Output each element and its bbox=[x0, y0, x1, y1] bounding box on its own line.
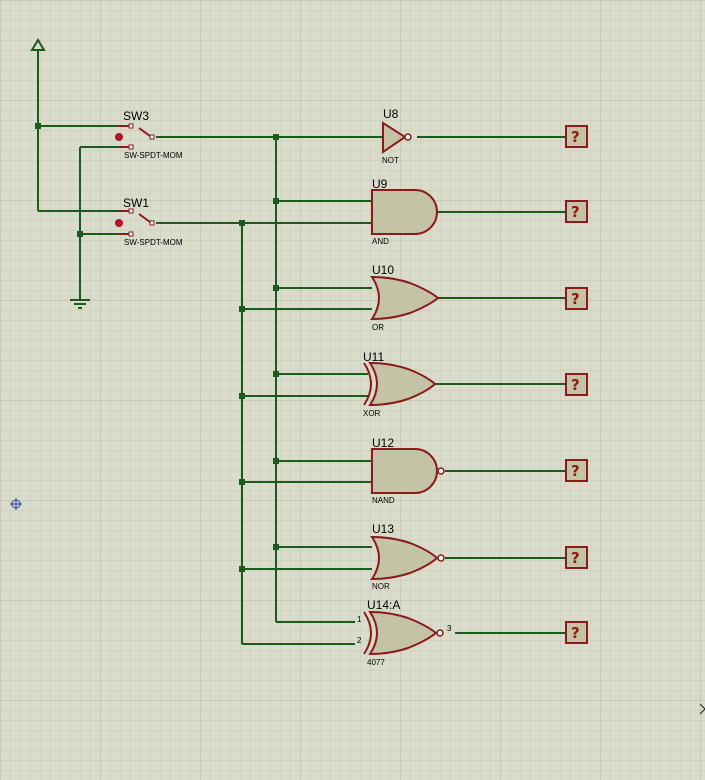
probe-label: ? bbox=[571, 624, 580, 642]
gate-type: NAND bbox=[372, 496, 395, 505]
pin-number: 3 bbox=[447, 624, 452, 633]
gate-type: NOR bbox=[372, 582, 390, 591]
scroll-marker-icon bbox=[699, 703, 705, 715]
probe-label: ? bbox=[571, 290, 580, 308]
gate-ref: U13 bbox=[372, 522, 394, 536]
not-gate-u8[interactable]: U8 NOT bbox=[382, 107, 412, 165]
switch-sw1[interactable]: SW1 SW-SPDT-MOM bbox=[115, 196, 183, 247]
nand-gate-u12[interactable]: U12 NAND bbox=[371, 436, 445, 505]
probe-label: ? bbox=[571, 203, 580, 221]
wires bbox=[38, 125, 566, 645]
junctions bbox=[35, 123, 279, 572]
probe-label: ? bbox=[571, 376, 580, 394]
logic-probe-2[interactable]: ? bbox=[565, 200, 588, 223]
gate-type: OR bbox=[372, 323, 384, 332]
gate-ref: U10 bbox=[372, 263, 394, 277]
logic-probe-7[interactable]: ? bbox=[565, 621, 588, 644]
pin-number: 2 bbox=[357, 636, 362, 645]
switch-type: SW-SPDT-MOM bbox=[124, 238, 183, 247]
probe-label: ? bbox=[571, 128, 580, 146]
nor-gate-u13[interactable]: U13 NOR bbox=[370, 522, 445, 591]
and-gate-u9[interactable]: U9 AND bbox=[371, 177, 438, 246]
power-terminal[interactable] bbox=[30, 38, 46, 211]
logic-probe-4[interactable]: ? bbox=[565, 373, 588, 396]
gate-ref: U12 bbox=[372, 436, 394, 450]
switch-ref: SW1 bbox=[123, 196, 149, 210]
gate-ref: U14:A bbox=[367, 598, 400, 612]
switch-ref: SW3 bbox=[123, 109, 149, 123]
probe-label: ? bbox=[571, 549, 580, 567]
logic-probe-5[interactable]: ? bbox=[565, 459, 588, 482]
gate-ref: U9 bbox=[372, 177, 388, 191]
xnor-gate-u14a[interactable]: U14:A 1 2 3 4077 bbox=[357, 598, 452, 667]
logic-probe-6[interactable]: ? bbox=[565, 546, 588, 569]
logic-probe-1[interactable]: ? bbox=[565, 125, 588, 148]
pin-number: 1 bbox=[357, 615, 362, 624]
origin-marker-icon bbox=[10, 498, 22, 510]
gate-ref: U8 bbox=[383, 107, 399, 121]
switch-sw3[interactable]: SW3 SW-SPDT-MOM bbox=[115, 109, 183, 160]
gate-type: XOR bbox=[363, 409, 381, 418]
switch-type: SW-SPDT-MOM bbox=[124, 151, 183, 160]
probe-label: ? bbox=[571, 462, 580, 480]
xor-gate-u11[interactable]: U11 XOR bbox=[363, 350, 437, 418]
gate-type: 4077 bbox=[367, 658, 385, 667]
or-gate-u10[interactable]: U10 OR bbox=[370, 263, 440, 332]
gate-type: NOT bbox=[382, 156, 399, 165]
gate-ref: U11 bbox=[363, 350, 384, 364]
gate-type: AND bbox=[372, 237, 389, 246]
logic-probe-3[interactable]: ? bbox=[565, 287, 588, 310]
